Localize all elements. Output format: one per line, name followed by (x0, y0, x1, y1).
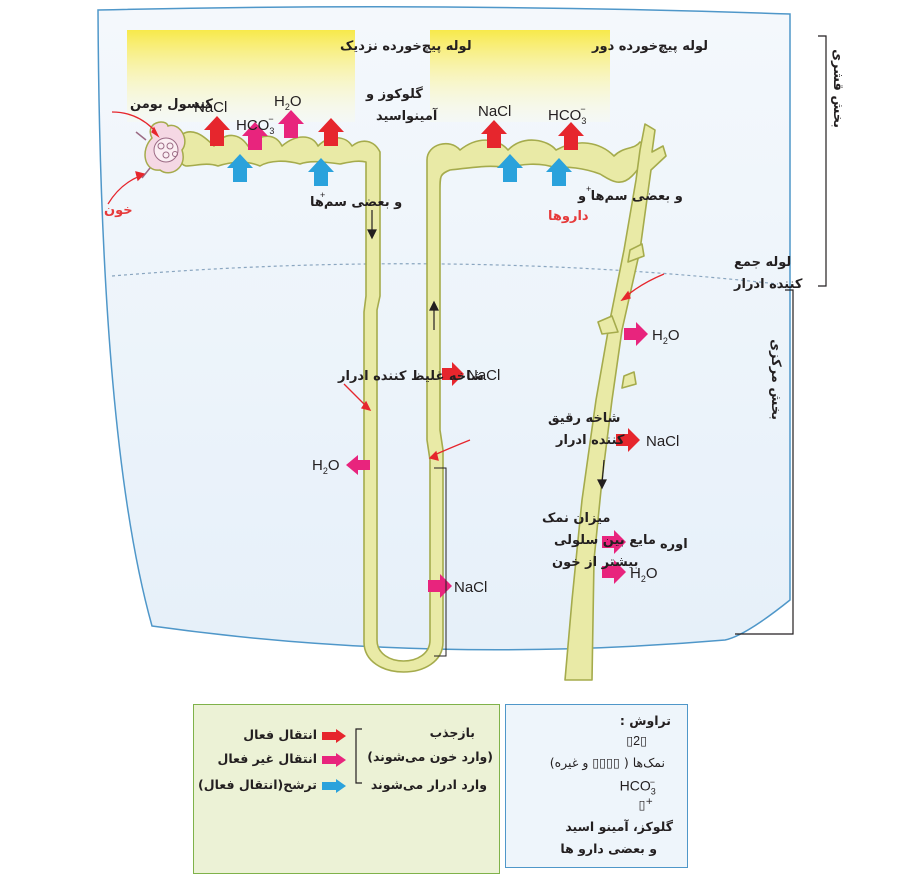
distal-drug-secretion-arrow (546, 158, 572, 186)
urea-passive-arrow (602, 530, 626, 554)
distal-h-plus-secretion-arrow (497, 154, 523, 182)
legend-active-swatch (322, 729, 346, 743)
medulla-label: بخش مرکزی (768, 339, 783, 420)
proximal-header-banner (127, 30, 355, 122)
h2o-passive-arrow (278, 110, 304, 138)
flow-arrows (367, 210, 607, 490)
urea-label: اوره (660, 537, 688, 552)
hco3-label: HCO3− (236, 114, 274, 136)
hco3-passive-arrow (242, 122, 268, 150)
cortex-label: بخش قشری (830, 49, 845, 128)
h-plus-distal: + (586, 184, 591, 194)
h-plus-secretion-arrow (227, 154, 253, 182)
legend-reabsorb-title: بازجذب (429, 725, 475, 740)
nacl-active-arrow (204, 116, 230, 146)
legend-passive-label: انتقال غیر فعال (217, 751, 317, 766)
loop-h2o-passive-arrow (346, 455, 370, 475)
salt-label-3: بیشتر از خون (552, 555, 638, 570)
duct-h2o-label: H2O (652, 327, 680, 346)
duct-h2o-passive-arrow-2 (602, 560, 626, 584)
distal-nacl-label: NaCl (478, 103, 511, 120)
salt-label-1: میزان نمک (542, 511, 610, 526)
legend-secretion-swatch (322, 779, 346, 793)
duct-nacl-label: NaCl (646, 433, 679, 450)
thin-limb-label-1: شاخه رقیق (548, 411, 620, 426)
filtration-water: ▯2▯ (626, 734, 647, 748)
legend-filtration: تراوش : ▯2▯ نمک‌ها ( ▯▯▯▯ و غیره) HCO3− … (505, 704, 688, 868)
drugs-label: داروها (548, 209, 589, 224)
legend-brace (355, 728, 362, 784)
filtration-hco3: HCO3− (619, 777, 656, 797)
duct-bud (621, 371, 637, 389)
collecting-duct-label-2: کننده ادرار (733, 277, 803, 292)
ascending-nacl-label: NaCl (467, 367, 500, 384)
leader-lines (107, 111, 665, 461)
distal-nacl-active-arrow (481, 120, 507, 148)
salt-bracket (434, 467, 447, 657)
toxin-secretion-arrow (308, 158, 334, 186)
duct-bud (597, 315, 619, 335)
distal-header: لوله پیچ‌خورده دور (591, 39, 708, 54)
filtration-h-plus: ▯+ (638, 797, 653, 813)
filtration-glucose: گلوکز، آمینو اسید (565, 819, 673, 834)
toxins-distal-label: و بعضی سم‌ها و (577, 189, 683, 204)
collecting-duct (564, 123, 667, 681)
thin-nacl-label: NaCl (454, 579, 487, 596)
filtration-drugs: و بعضی دارو ها (560, 841, 657, 856)
glucose-label: گلوکوز و (365, 86, 423, 102)
ascending-nacl-active-arrow (442, 362, 464, 386)
legend-secretion-label: ترشح(انتقال فعال) (198, 777, 317, 792)
glucose-active-arrow (318, 118, 344, 146)
legend-secretion-group: وارد ادرار می‌شوند (370, 777, 487, 792)
legend-reabsorb-sub: (وارد خون می‌شوند) (367, 749, 493, 764)
filtration-title: تراوش : (619, 713, 671, 728)
loop-h2o-label: H2O (312, 457, 340, 476)
salt-label-2: مایع بین سلولی (554, 533, 656, 548)
duct-nacl-active-arrow (616, 428, 640, 452)
nacl-label: NaCl (194, 99, 227, 116)
legend-active-label: انتقال فعال (243, 727, 317, 742)
filtration-salts: نمک‌ها ( ▯▯▯▯ و غیره) (549, 755, 665, 770)
proximal-header: لوله پیچ‌خورده نزدیک (340, 39, 472, 54)
thin-limb-label-2: کننده ادرار (555, 433, 625, 448)
h-plus-proximal: + (320, 190, 325, 200)
legend-transport: بازجذب (وارد خون می‌شوند) وارد ادرار می‌… (193, 704, 500, 874)
aminoacid-label: آمینواسید (376, 107, 438, 124)
legend-passive-swatch (322, 753, 346, 767)
thick-limb-label: شاخه غلیظ کننده ادرار (337, 369, 484, 384)
blood-label: خون (104, 203, 133, 218)
cortex-bracket (818, 35, 827, 287)
distal-header-banner (430, 30, 610, 122)
toxins-proximal-label: و بعضی سم‌ها (310, 195, 402, 210)
duct-h2o-passive-arrow (624, 322, 648, 346)
duct-bud (627, 243, 645, 263)
collecting-duct-label-1: لوله جمع (734, 255, 791, 270)
duct-h2o-label-2: H2O (630, 565, 658, 584)
distal-hco3-active-arrow (558, 122, 584, 150)
medulla-bracket (735, 289, 794, 635)
bowman-label: کپسول بومن (130, 97, 213, 112)
h2o-label: H2O (274, 93, 302, 112)
distal-hco3-label: HCO3− (548, 104, 586, 126)
